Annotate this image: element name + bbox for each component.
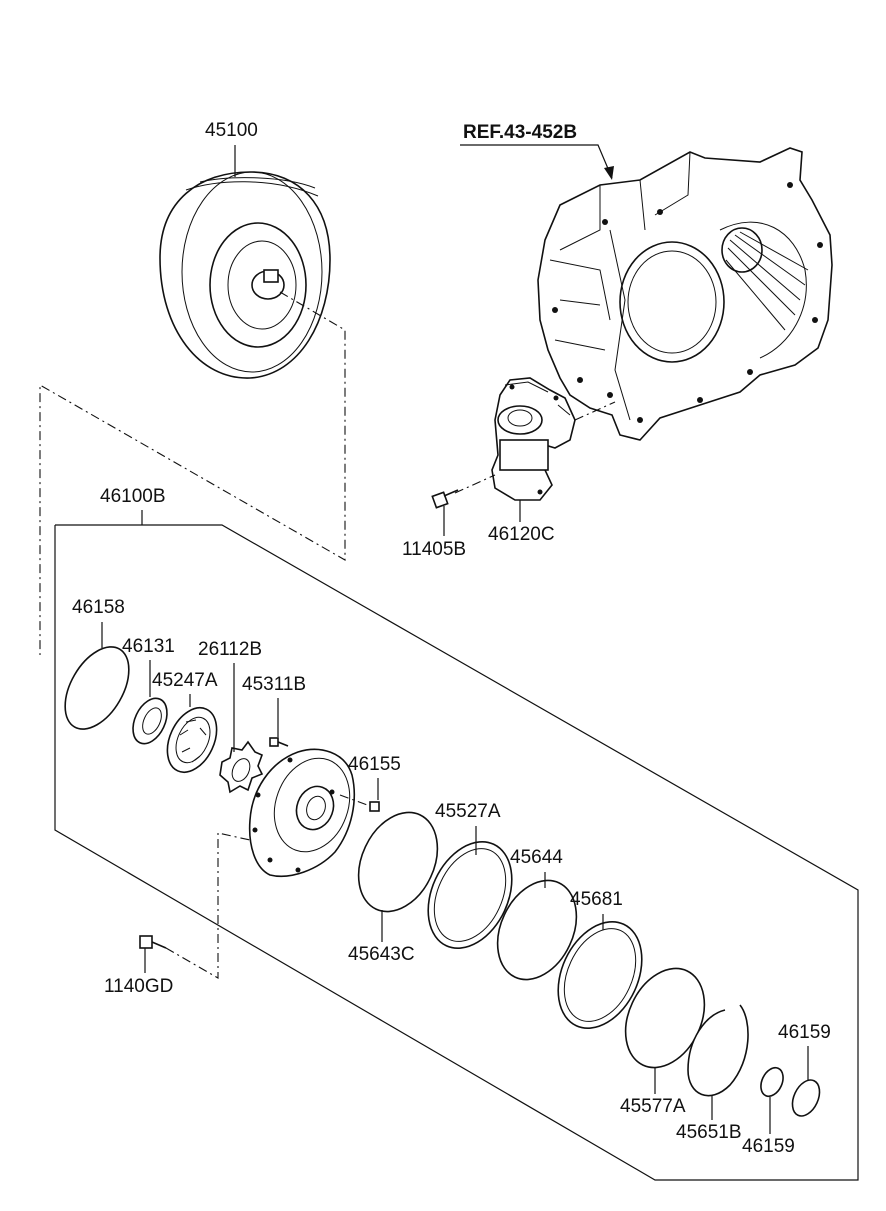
label-46155: 46155	[348, 754, 401, 775]
snap-ring-45651b[interactable]	[687, 1004, 749, 1097]
gear-45247a[interactable]	[158, 700, 227, 780]
dashed-solenoid-case	[574, 401, 616, 421]
solenoid-valve[interactable]	[491, 377, 576, 501]
label-46100b: 46100B	[100, 486, 166, 507]
label-46131: 46131	[122, 636, 175, 657]
ring-45644[interactable]	[482, 868, 591, 993]
label-45311b: 45311B	[242, 674, 306, 695]
ring-46159-bottom[interactable]	[757, 1064, 788, 1100]
label-26112b: 26112B	[198, 639, 262, 660]
label-45100: 45100	[205, 120, 258, 141]
ring-45643c[interactable]	[343, 800, 452, 925]
oring-46158[interactable]	[52, 636, 142, 740]
screw-45311b[interactable]	[269, 737, 289, 747]
plug-46155[interactable]	[369, 801, 380, 812]
label-45527a: 45527A	[435, 801, 501, 822]
label-46158: 46158	[72, 597, 125, 618]
label-ref-case: REF.43-452B	[463, 122, 577, 143]
bolt-11405b[interactable]	[431, 489, 459, 509]
label-46159-bottom: 46159	[742, 1136, 795, 1157]
leader-ref-case	[460, 144, 613, 179]
dashed-connector-converter	[39, 291, 346, 655]
pump-housing[interactable]	[248, 748, 363, 877]
label-45247a: 45247A	[152, 670, 218, 691]
label-1140gd: 1140GD	[104, 976, 173, 997]
arrowhead-ref-case	[604, 166, 614, 180]
label-45577a: 45577A	[620, 1096, 686, 1117]
label-46120c: 46120C	[488, 524, 555, 545]
label-45644: 45644	[510, 847, 563, 868]
label-45651b: 45651B	[676, 1122, 742, 1143]
torque-converter[interactable]	[159, 171, 331, 379]
bolt-1140gd[interactable]	[139, 935, 167, 949]
label-46159-top: 46159	[778, 1022, 831, 1043]
dashed-bolt-solenoid	[454, 474, 496, 494]
assembly-frame	[54, 524, 859, 1181]
ring-46159-top[interactable]	[787, 1076, 825, 1121]
dashed-bolt-1140gd	[165, 832, 251, 979]
dashed-plug	[339, 794, 371, 807]
ring-45527a[interactable]	[412, 828, 528, 962]
label-45643c: 45643C	[348, 944, 415, 965]
label-11405b: 11405B	[402, 539, 466, 560]
ring-45681[interactable]	[542, 908, 658, 1042]
seal-46131[interactable]	[126, 693, 173, 749]
gear-26112b[interactable]	[219, 740, 264, 794]
transaxle-case[interactable]	[537, 147, 833, 441]
label-45681: 45681	[570, 889, 623, 910]
